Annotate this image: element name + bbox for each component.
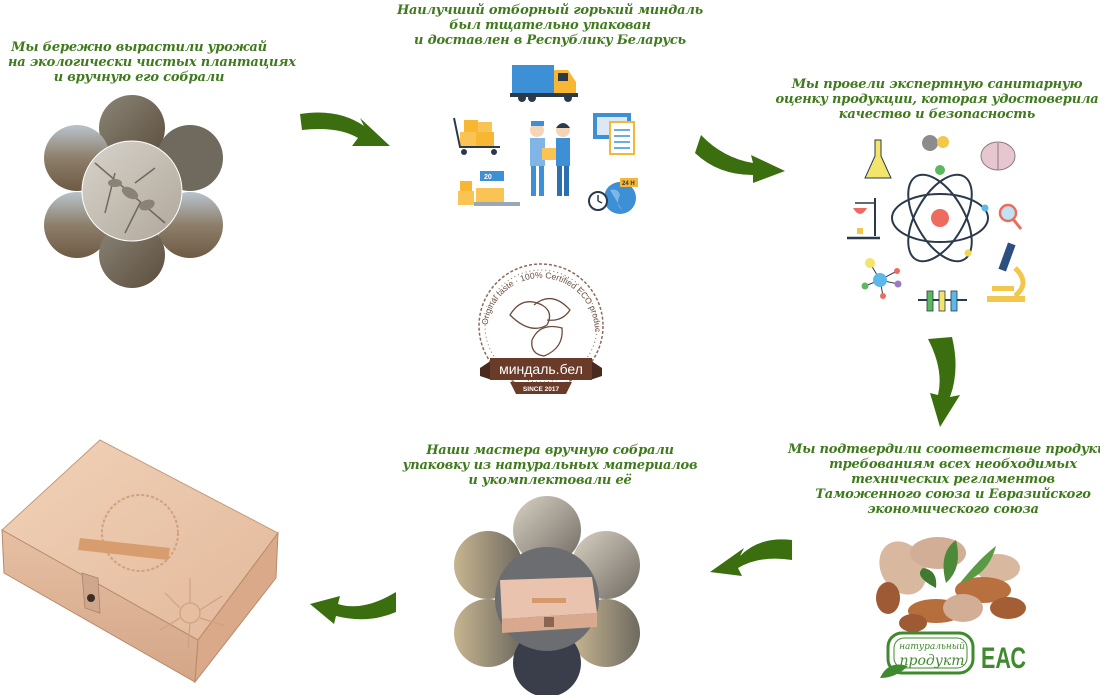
microscope-icon (987, 242, 1026, 302)
clock-label: 24 H (622, 181, 635, 187)
almonds-photo: натуральный продукт ЕАС (876, 537, 1026, 678)
handcraft-photo (513, 496, 581, 564)
natural-product-badge: натуральный продукт (880, 631, 975, 678)
arrow-certification-to-packaging (710, 539, 792, 576)
wooden-gift-box-photo (1, 439, 279, 683)
arrow-delivery-to-inspection (695, 135, 785, 183)
brand-logo-badge: Original taste · 100% Certified ECO prod… (462, 250, 604, 394)
caption-line: Наши мастера вручную собрали (426, 443, 674, 458)
workers-icon (530, 121, 570, 196)
science-lab-illustration (847, 135, 1026, 312)
caption-line: и укомплектовали её (468, 473, 632, 488)
gears-icon (922, 135, 949, 151)
caption-line: и доставлен в Республику Беларусь (414, 33, 686, 48)
arrow-harvest-to-delivery (300, 112, 390, 146)
truck-icon (510, 65, 578, 102)
harvest-photo-collage (44, 95, 223, 288)
natural-badge-line1: натуральный (899, 642, 965, 652)
cart-boxes-icon (453, 117, 500, 155)
caption-line: качество и безопасность (838, 107, 1036, 122)
box-preview (500, 577, 597, 633)
caption-line: упаковку из натуральных материалов (402, 458, 698, 473)
caption-line: требованиям всех необходимых (829, 457, 1077, 472)
clock-globe-icon: 24 H (588, 178, 638, 214)
magnifier-icon (998, 203, 1023, 230)
scale-icon: 20 (458, 171, 520, 206)
caption-delivery: Наилучший отборный горький миндаль был т… (390, 3, 710, 48)
caption-line: технических регламентов (851, 472, 1055, 487)
scale-reading: 20 (484, 174, 492, 181)
caption-line: был тщательно упакован (449, 18, 651, 33)
caption-line: на экологически чистых плантациях (8, 55, 296, 70)
test-tubes-icon (918, 290, 967, 312)
arrow-left-icon (710, 539, 792, 576)
caption-packaging: Наши мастера вручную собрали упаковку из… (390, 443, 710, 488)
box-side (194, 531, 279, 683)
burner-icon (847, 198, 880, 240)
almond-nuts-image (876, 537, 1026, 632)
brand-name: миндаль.бел (499, 361, 583, 377)
caption-line: Мы подтвердили соответствие продукции (788, 442, 1100, 457)
atom-icon (891, 173, 989, 263)
molecule-icon (861, 258, 902, 299)
clipboard-icon (593, 113, 635, 155)
flask-icon (864, 139, 892, 179)
since-label: SINCE 2017 (523, 386, 560, 393)
eac-mark: ЕАС (981, 642, 1026, 675)
caption-line: оценку продукции, которая удостоверила (775, 92, 1099, 107)
handcraft-photo-collage (454, 496, 640, 695)
caption-line: Мы провели экспертную санитарную (791, 77, 1083, 92)
caption-line: Таможенного союза и Евразийского (815, 487, 1091, 502)
caption-line: Наилучший отборный горький миндаль (396, 3, 704, 18)
arrow-left-down-icon (310, 592, 396, 624)
brain-icon (980, 141, 1016, 171)
almond-icon (509, 298, 571, 357)
arrow-inspection-to-certification (928, 337, 960, 427)
caption-line: экономического союза (867, 502, 1039, 517)
logistics-illustration: 20 24 H (453, 65, 638, 214)
arrow-right-icon (300, 112, 390, 146)
caption-line: Мы бережно вырастили урожай (11, 40, 267, 55)
arrow-packaging-to-product (310, 592, 396, 624)
arrow-down-icon (928, 337, 960, 427)
caption-line: и вручную его собрали (53, 70, 225, 85)
caption-harvest: Мы бережно вырастили урожай на экологиче… (8, 40, 296, 85)
caption-certification: Мы подтвердили соответствие продукции тр… (788, 442, 1100, 517)
natural-badge-line2: продукт (899, 653, 964, 669)
caption-inspection: Мы провели экспертную санитарную оценку … (772, 77, 1100, 122)
arrow-right-down-icon (695, 135, 785, 183)
